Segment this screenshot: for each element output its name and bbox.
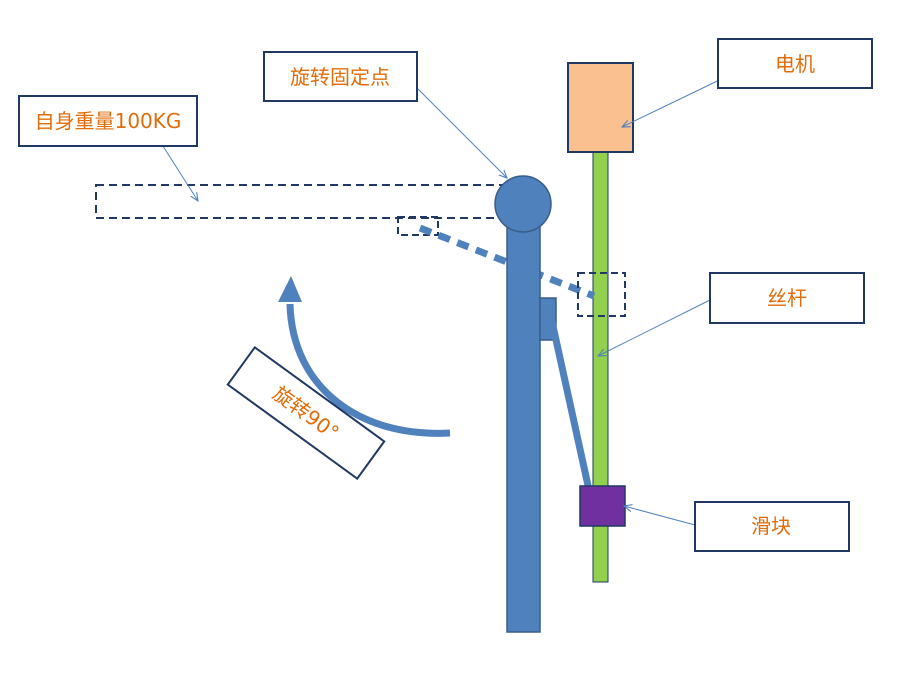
dashed-joint-box-top bbox=[397, 216, 439, 236]
label-slider: 滑块 bbox=[751, 514, 791, 538]
rotation-arrowhead bbox=[278, 276, 302, 302]
label-screw-box: 丝杆 bbox=[709, 272, 865, 324]
motor-block bbox=[567, 62, 634, 153]
solid-link bbox=[547, 316, 593, 491]
label-slider-box: 滑块 bbox=[694, 501, 850, 552]
label-weight-box: 自身重量100KG bbox=[18, 95, 198, 147]
label-motor-box: 电机 bbox=[717, 38, 873, 89]
label-screw: 丝杆 bbox=[767, 286, 807, 310]
label-weight: 自身重量100KG bbox=[35, 109, 182, 133]
dashed-link bbox=[418, 224, 596, 300]
pivot-circle bbox=[494, 175, 552, 233]
pointer-weight bbox=[160, 142, 198, 201]
dashed-arm-outline bbox=[95, 184, 507, 219]
dashed-joint-box-screw bbox=[577, 272, 626, 317]
pointer-slider bbox=[624, 506, 696, 526]
rotation-arrow bbox=[286, 303, 451, 437]
pointer-pivot bbox=[416, 87, 507, 178]
label-pivot-box: 旋转固定点 bbox=[263, 51, 418, 102]
main-column bbox=[506, 204, 541, 633]
slider-block bbox=[579, 485, 626, 527]
pointer-screw bbox=[598, 299, 711, 356]
label-pivot: 旋转固定点 bbox=[290, 65, 390, 89]
label-motor: 电机 bbox=[775, 52, 815, 76]
